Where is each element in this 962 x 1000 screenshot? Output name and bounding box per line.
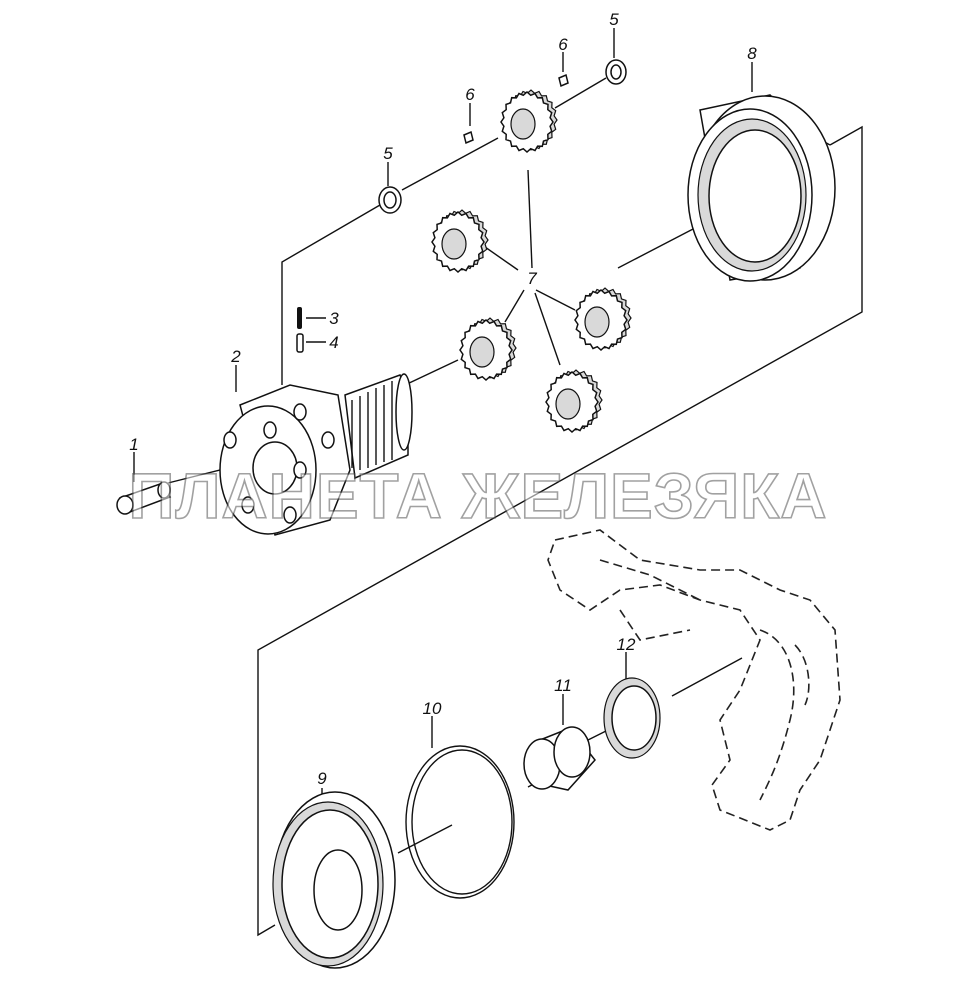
housing-outline [547,529,841,831]
callout-6-upper: 6 [558,35,568,54]
part-ring-gear [687,94,836,282]
callout-11: 11 [554,676,572,695]
watermark-text: ПЛАНЕТА ЖЕЛЕЗЯКА [129,460,828,532]
planet-gear-bottom [545,369,603,434]
callout-2: 2 [230,347,241,366]
planet-gear-top [500,89,558,154]
part-dowel-pin [296,333,304,353]
part-thrust-ring [603,677,661,759]
callout-7: 7 [527,269,537,288]
callout-5-lower: 5 [383,144,393,163]
callout-labels: 1 2 3 4 5 5 6 6 7 8 9 10 11 12 [129,10,757,788]
callout-1: 1 [129,435,138,454]
part-pin [116,481,172,515]
planet-gear-lower-left [459,317,517,382]
planet-gear-right [574,287,632,352]
callout-4: 4 [329,333,338,352]
callout-9: 9 [317,769,327,788]
part-bushing [523,726,596,791]
part-planet-carrier [219,373,413,536]
callout-8: 8 [747,44,757,63]
part-small-pin-b [558,73,569,88]
callout-12: 12 [617,635,636,654]
callout-5-upper: 5 [609,10,619,29]
part-drive-gear [272,791,396,969]
callout-10: 10 [423,699,442,718]
part-spring-pin [297,307,302,329]
planet-gear-left [431,209,489,274]
part-snap-ring-lower [378,186,402,214]
part-retaining-ring [405,745,515,899]
planet-gears [431,89,632,434]
part-small-pin-a [463,130,474,145]
callout-3: 3 [329,309,339,328]
part-snap-ring-upper [605,59,627,85]
callout-6-lower: 6 [465,85,475,104]
